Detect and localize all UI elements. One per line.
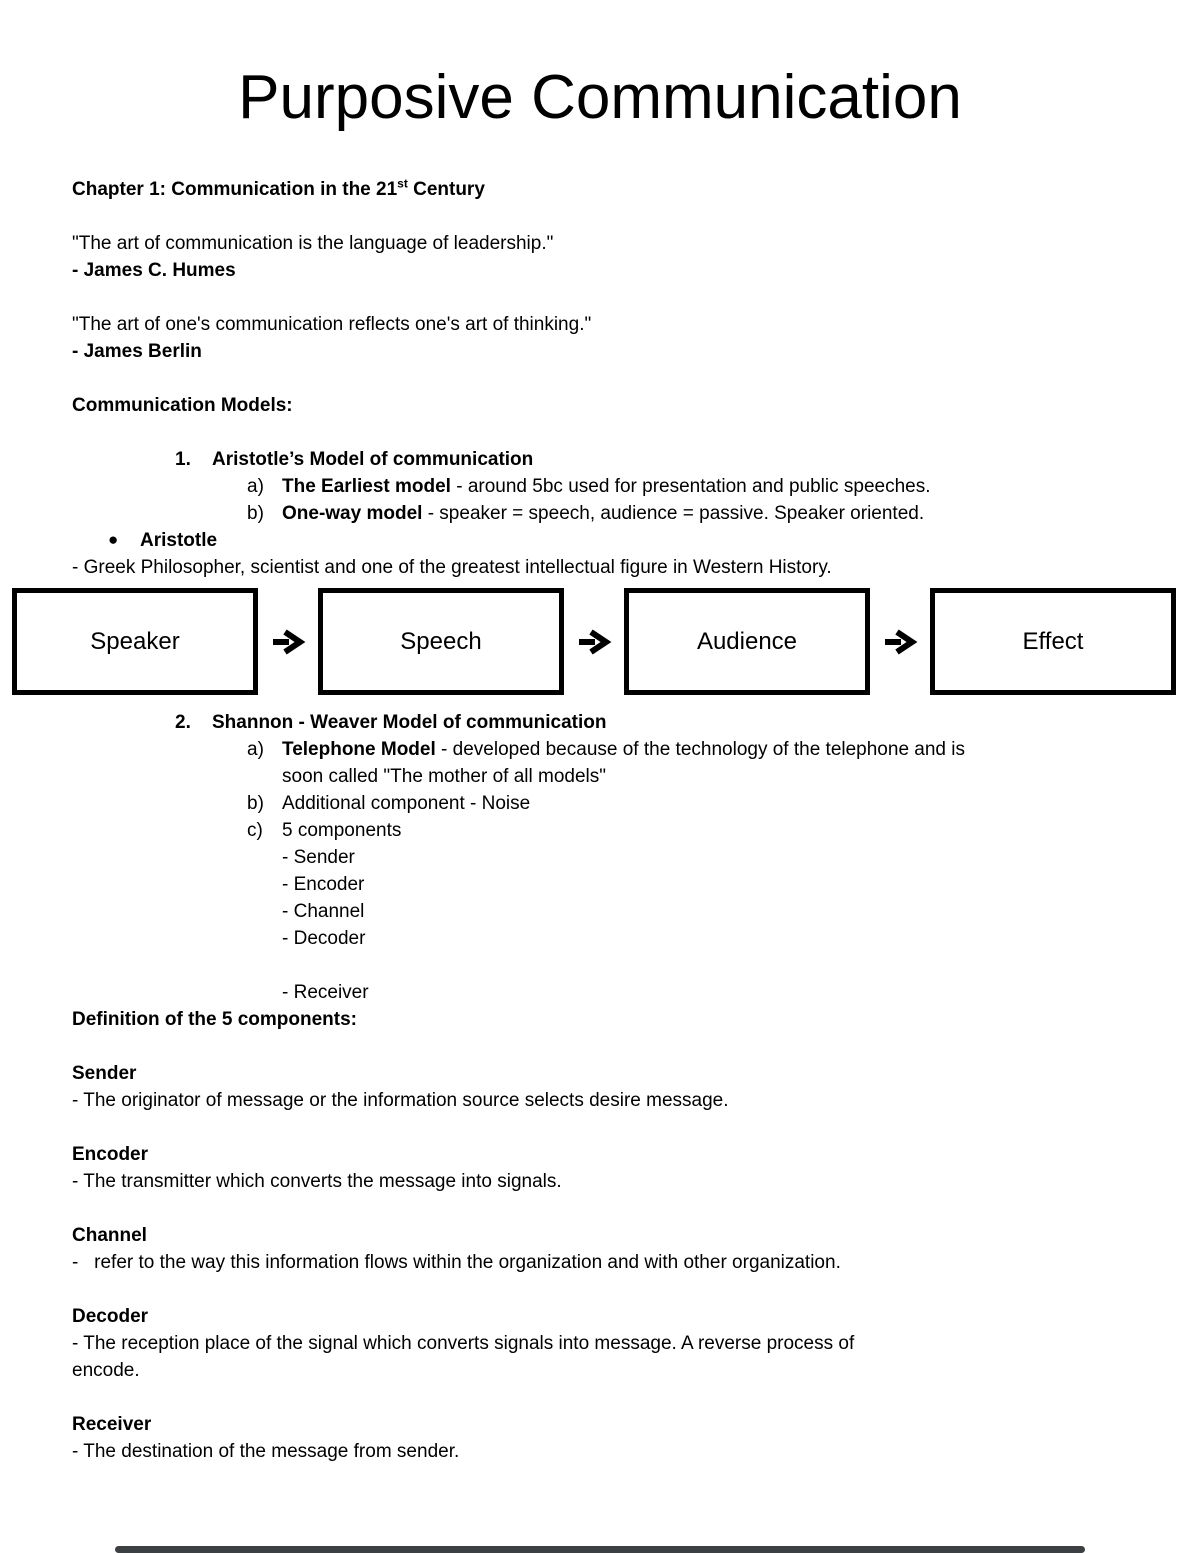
diagram-box-speaker: Speaker [12, 588, 258, 695]
component-list-item-channel: - Channel [282, 901, 365, 922]
model-title: Shannon - Weaver Model of communication [212, 712, 607, 733]
aristotle-model-diagram: Speaker Speech Audience Effect [12, 588, 1176, 695]
list-number: 2. [175, 712, 191, 733]
sub-item-one-way-model: b)One-way model - speaker = speech, audi… [72, 500, 1128, 527]
section-heading-communication-models: Communication Models: [72, 395, 293, 416]
definition-term-receiver: Receiver [72, 1414, 152, 1435]
sub-item-marker: c) [247, 820, 263, 841]
quote-text-berlin: "The art of one's communication reflects… [72, 314, 592, 335]
arrow-right-icon [882, 629, 918, 655]
sub-item-earliest-model: a)The Earliest model - around 5bc used f… [72, 473, 1128, 500]
component-list-item-receiver: - Receiver [282, 982, 369, 1003]
model-title: Aristotle’s Model of communication [212, 449, 534, 470]
quote-attribution-berlin: - James Berlin [72, 341, 202, 362]
definitions-heading: Definition of the 5 components: [72, 1009, 357, 1030]
quote-text-humes: "The art of communication is the languag… [72, 233, 554, 254]
definition-description-encoder: - The transmitter which converts the mes… [72, 1171, 562, 1192]
definition-description-sender: - The originator of message or the infor… [72, 1090, 729, 1111]
component-list-item-sender: - Sender [282, 847, 355, 868]
horizontal-scrollbar-thumb[interactable] [115, 1546, 1085, 1553]
sub-item-marker: b) [247, 503, 264, 524]
bullet-item-aristotle: ●Aristotle [72, 527, 1128, 554]
superscript-st: st [397, 176, 408, 191]
list-number: 1. [175, 449, 191, 470]
quote-attribution-humes: - James C. Humes [72, 260, 236, 281]
bullet-icon: ● [108, 530, 119, 549]
diagram-box-effect: Effect [930, 588, 1176, 695]
sub-item-noise: b)Additional component - Noise [72, 790, 1128, 817]
arrow-right-icon [576, 629, 612, 655]
definition-description-receiver: - The destination of the message from se… [72, 1441, 460, 1462]
definition-term-decoder: Decoder [72, 1306, 149, 1327]
definition-term-channel: Channel [72, 1225, 147, 1246]
sub-item-marker: a) [247, 739, 264, 760]
definition-term-sender: Sender [72, 1063, 137, 1084]
diagram-box-speech: Speech [318, 588, 564, 695]
aristotle-description: - Greek Philosopher, scientist and one o… [72, 557, 832, 578]
component-list-item-decoder: - Decoder [282, 928, 366, 949]
page-title: Purposive Communication [238, 63, 962, 132]
arrow-right-icon [270, 629, 306, 655]
sub-item-5-components: c)5 components [72, 817, 1128, 844]
list-item-aristotle-model: 1. Aristotle’s Model of communication [72, 446, 1128, 473]
definition-term-encoder: Encoder [72, 1144, 149, 1165]
chapter-heading: Chapter 1: Communication in the 21st Cen… [72, 176, 485, 200]
sub-item-marker: b) [247, 793, 264, 814]
definition-description-channel: - refer to the way this information flow… [72, 1252, 841, 1273]
sub-item-telephone-model: a)Telephone Model - developed because of… [72, 736, 1128, 790]
diagram-box-audience: Audience [624, 588, 870, 695]
document-body: Chapter 1: Communication in the 21st Cen… [0, 176, 1200, 1465]
component-list-item-encoder: - Encoder [282, 874, 365, 895]
sub-item-marker: a) [247, 476, 264, 497]
definition-description-decoder: - The reception place of the signal whic… [72, 1333, 855, 1381]
list-item-shannon-weaver-model: 2. Shannon - Weaver Model of communicatio… [72, 709, 1128, 736]
